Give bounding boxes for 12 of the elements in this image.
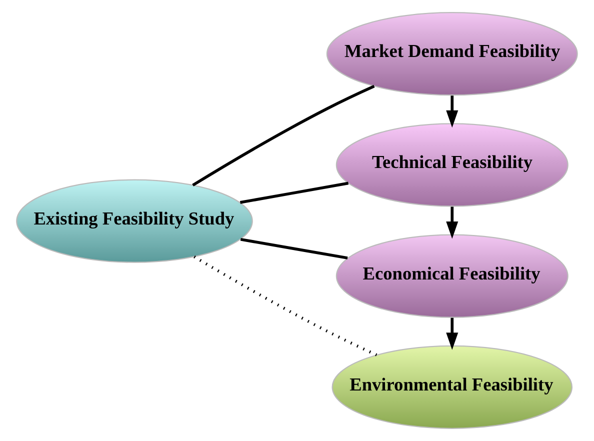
node-ellipse: Market Demand Feasibility: [326, 12, 578, 96]
connector: [240, 182, 349, 204]
connector: [194, 256, 378, 356]
connector: [192, 84, 375, 186]
arrow: [446, 206, 458, 239]
connector: [240, 238, 348, 260]
arrow: [446, 96, 458, 128]
arrow: [446, 318, 458, 350]
node-ellipse: Economical Feasibility: [336, 234, 568, 318]
node-ellipse: Existing Feasibility Study: [16, 179, 253, 263]
node-ellipse: Environmental Feasibility: [332, 345, 573, 429]
node-ellipse: Technical Feasibility: [336, 123, 568, 207]
